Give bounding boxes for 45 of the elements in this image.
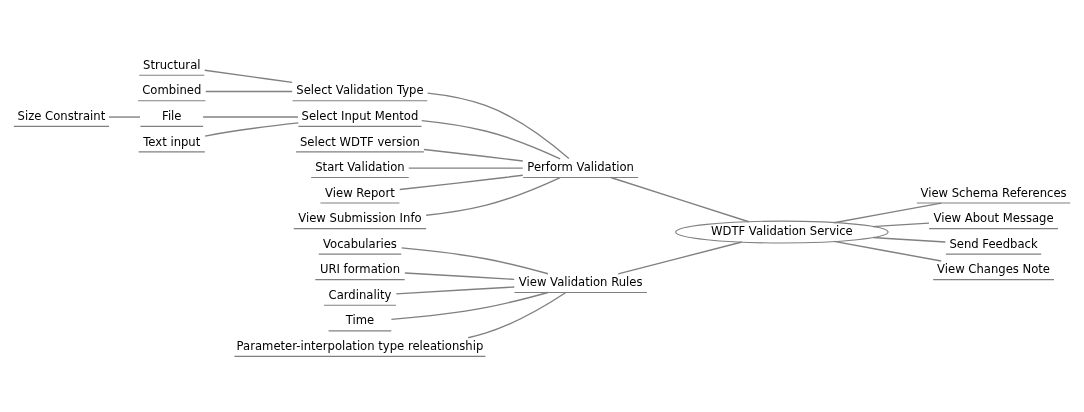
node-text: View Validation Rules	[518, 274, 643, 289]
connector	[204, 69, 293, 83]
connector	[872, 221, 930, 227]
node-text: Start Validation	[315, 159, 405, 174]
node-text: URI formation	[319, 261, 401, 276]
connector	[399, 174, 524, 190]
node-text: Send Feedback	[949, 236, 1038, 251]
node-text: View Schema References	[920, 185, 1067, 200]
connector	[400, 246, 549, 274]
node-text: Perform Validation	[527, 159, 634, 174]
connector	[205, 90, 293, 92]
connector	[872, 236, 947, 243]
node-text: Size Constraint	[17, 108, 106, 123]
connector	[833, 240, 942, 262]
node-text: View Submission Info	[298, 210, 422, 225]
connector	[390, 291, 549, 320]
connector	[423, 148, 524, 162]
node-text: Cardinality	[328, 287, 392, 302]
connector	[202, 115, 299, 118]
node-text: Parameter-interpolation type releationship	[236, 338, 484, 353]
node-text: Combined	[142, 82, 202, 97]
connector	[426, 91, 570, 159]
connector	[421, 119, 561, 159]
connector	[467, 291, 567, 338]
connector	[425, 176, 561, 216]
node-ellipse: WDTF Validation Service	[675, 220, 889, 244]
node-text: View Changes Note	[937, 261, 1051, 276]
node-text: View About Message	[933, 210, 1054, 225]
node-text: Vocabularies	[323, 236, 397, 251]
node-text: Select Validation Type	[296, 82, 424, 97]
connector	[108, 115, 141, 118]
connector	[610, 176, 750, 222]
node-text: Select Input Mentod	[301, 108, 419, 123]
node-text: File	[162, 108, 182, 123]
node-text: Select WDTF version	[300, 134, 420, 149]
node-text: Structural	[143, 57, 201, 72]
connector	[395, 285, 515, 295]
connector	[404, 271, 515, 280]
node-text: Time	[345, 312, 375, 327]
connector	[617, 240, 743, 274]
connector	[204, 121, 299, 137]
connector	[833, 201, 942, 223]
node-text: View Report	[325, 185, 395, 200]
node-text: Text input	[143, 134, 201, 149]
connector	[408, 166, 524, 169]
